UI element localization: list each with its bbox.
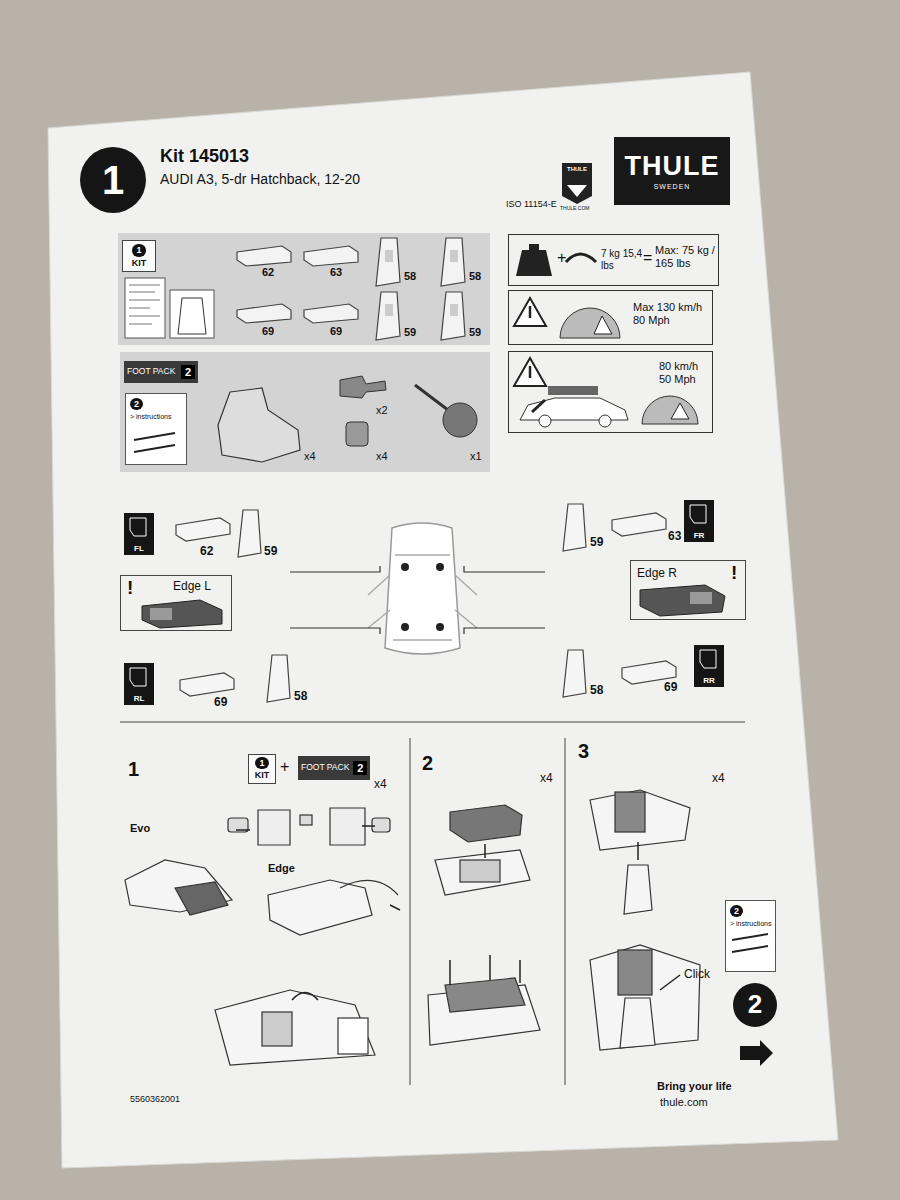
node-text: 1	[255, 757, 268, 769]
node-text: 2	[748, 990, 762, 1020]
step-circle: 1	[80, 147, 146, 213]
node-text: !	[127, 577, 133, 599]
edge-note: Edge R!	[630, 560, 746, 620]
guarantee-mark: THULE	[567, 166, 587, 173]
node-text: FR	[694, 531, 705, 540]
sheet-title: Kit 145013	[160, 146, 249, 167]
node-text: =	[643, 249, 652, 267]
node-text: +	[557, 249, 566, 267]
node-text: KIT	[132, 258, 147, 268]
part-number: 62	[262, 266, 274, 279]
node-text: 1	[102, 157, 124, 203]
part-number: 69	[262, 325, 274, 338]
step-number: 1	[128, 758, 139, 781]
instructions-card: 2 > instructions	[125, 393, 187, 465]
part-number: 58	[469, 270, 481, 283]
speed-warning: Max 130 km/h 80 Mph	[508, 290, 713, 345]
part-number: 58	[294, 690, 307, 704]
kit-badge: 1KIT	[248, 754, 276, 784]
document-number: 5560362001	[130, 1094, 180, 1104]
node-text: 7 kg 15,4 lbs	[601, 248, 645, 271]
part-number: 63	[330, 266, 342, 279]
vehicle-model: AUDI A3, 5-dr Hatchback, 12-20	[160, 171, 360, 187]
standard-code: ISO 11154-E	[506, 199, 557, 209]
website: thule.com	[660, 1096, 708, 1109]
position-badge: RR	[694, 645, 724, 687]
guarantee-url: THULE.COM	[560, 206, 589, 212]
position-badge: RL	[124, 663, 154, 705]
part-number: 63	[668, 530, 681, 544]
quantity: x4	[376, 450, 388, 463]
quantity: x4	[712, 772, 725, 786]
node-text: RR	[703, 676, 715, 685]
instructions-card: 2 > instructions	[725, 900, 776, 972]
part-number: 59	[264, 545, 277, 559]
position-badge: FR	[684, 500, 714, 542]
roof-load-warning: 80 km/h 50 Mph	[508, 351, 713, 433]
node-text: THULE	[625, 151, 720, 182]
quantity: x4	[374, 778, 387, 792]
part-number: 59	[404, 326, 416, 339]
part-number: 69	[330, 325, 342, 338]
part-number: 59	[590, 536, 603, 550]
step-number: 3	[578, 740, 589, 763]
node-text: SWEDEN	[654, 183, 691, 191]
click-note: Click	[684, 968, 710, 982]
node-text: Max 130 km/h 80 Mph	[633, 301, 709, 326]
foot-pack-badge: FOOT PACK 2	[298, 756, 370, 780]
node-text: Max: 75 kg / 165 lbs	[655, 244, 715, 269]
quantity: x4	[304, 450, 316, 463]
node-text: FOOT PACK	[301, 763, 349, 773]
node-text: Edge R	[637, 567, 677, 581]
node-text: FOOT PACK	[127, 367, 175, 377]
brand-logo: THULESWEDEN	[614, 137, 730, 205]
part-number: 58	[404, 270, 416, 283]
node-text: > instructions	[730, 920, 771, 928]
part-number: 59	[469, 326, 481, 339]
node-text: 2	[730, 905, 743, 917]
part-number: 62	[200, 545, 213, 559]
node-text: > instructions	[130, 413, 171, 421]
load-warning: +7 kg 15,4 lbs=Max: 75 kg / 165 lbs	[508, 234, 719, 286]
step-number: 2	[422, 752, 433, 775]
node-text: FL	[134, 544, 144, 553]
node-text: RL	[134, 694, 145, 703]
position-badge: FL	[124, 513, 154, 555]
part-number: 69	[664, 681, 677, 695]
node-text: 1	[132, 244, 145, 256]
kit-badge: 1KIT	[122, 240, 156, 272]
variant-name: Evo	[130, 822, 150, 835]
step-circle: 2	[733, 983, 777, 1027]
node-text: 2	[130, 398, 143, 410]
edge-note: ! Edge L	[120, 575, 232, 631]
node-text: Edge L	[173, 580, 211, 594]
quantity: x1	[470, 450, 482, 463]
quantity: x4	[540, 772, 553, 786]
part-number: 69	[214, 696, 227, 710]
quantity: x2	[376, 404, 388, 417]
node-text: KIT	[255, 770, 270, 780]
node-text: 2	[353, 761, 367, 776]
node-text: !	[731, 562, 737, 584]
foot-pack-badge: FOOT PACK 2	[124, 361, 198, 383]
node-text: 80 km/h 50 Mph	[659, 360, 709, 385]
plus-sign: +	[280, 758, 289, 776]
slogan: Bring your life	[657, 1080, 732, 1093]
part-number: 58	[590, 684, 603, 698]
variant-name: Edge	[268, 862, 295, 875]
node-text: 2	[181, 365, 195, 380]
